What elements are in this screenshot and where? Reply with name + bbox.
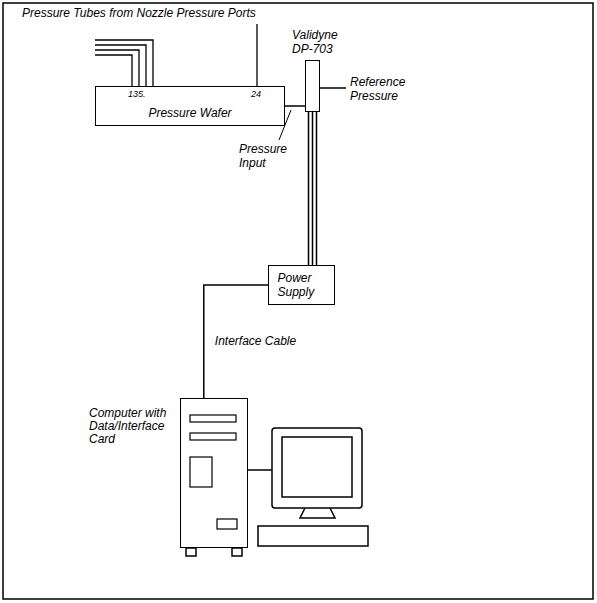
- reference-line: [320, 87, 346, 89]
- device-label: Validyne DP-703: [292, 28, 348, 56]
- connector-label: Pressure Input: [237, 142, 293, 170]
- monitor-cable: [248, 469, 272, 471]
- pressure-tube: [256, 24, 257, 86]
- connector: [309, 112, 317, 265]
- connector-label: Interface Cable: [213, 334, 298, 348]
- keyboard: [258, 526, 368, 546]
- drive-slot: [217, 519, 237, 529]
- pressure-tube: [95, 40, 153, 86]
- drive-slot: [190, 433, 236, 440]
- drive-slot: [190, 415, 236, 422]
- power-supply: Power Supply: [268, 265, 335, 305]
- computer-feet: [186, 548, 242, 556]
- frame: [3, 3, 593, 599]
- connector: [285, 105, 305, 107]
- transducer: Validyne DP-703: [305, 60, 320, 112]
- note-label: Reference Pressure: [350, 75, 414, 103]
- box-label: Pressure Wafer: [148, 106, 231, 120]
- pressure-tube: [95, 45, 146, 86]
- computer-tower: Computer with Data/Interface Card: [180, 398, 248, 548]
- box-label: Power Supply: [278, 271, 326, 299]
- tower-detail: [181, 399, 246, 546]
- monitor: [272, 428, 362, 518]
- port-number: 135.: [128, 89, 146, 100]
- pressure-tube: [95, 50, 139, 86]
- port-number: 24: [251, 89, 261, 100]
- note-label: Pressure Tubes from Nozzle Pressure Port…: [22, 6, 256, 20]
- pressure-tube: [95, 55, 132, 86]
- device-label: Computer with Data/Interface Card: [89, 407, 177, 446]
- drive-slot: [190, 457, 212, 487]
